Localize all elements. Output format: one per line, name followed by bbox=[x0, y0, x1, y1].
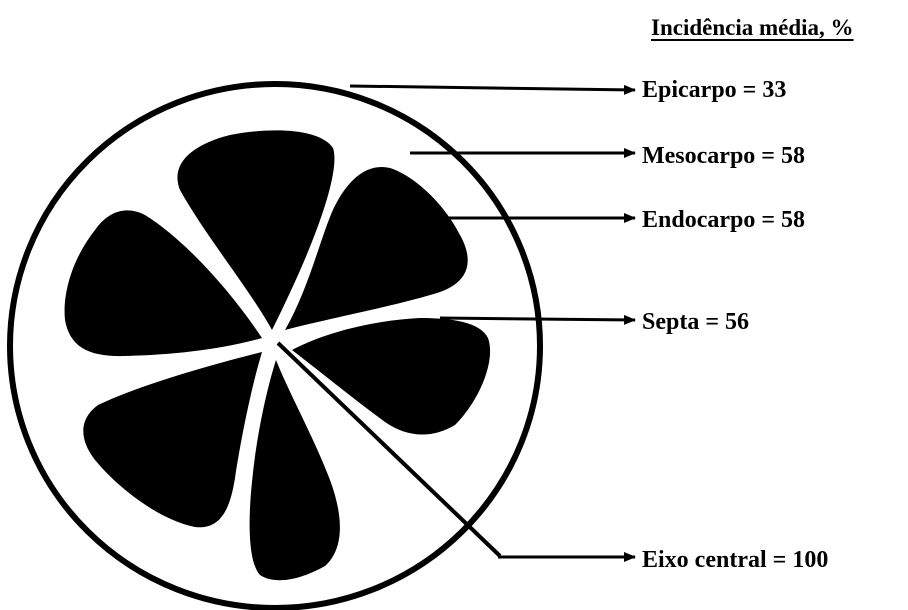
label-epicarpo: Epicarpo = 33 bbox=[642, 76, 786, 104]
label-septa: Septa = 56 bbox=[642, 308, 749, 336]
legend-header: Incidência média, % bbox=[651, 14, 854, 42]
arrow-epicarpo bbox=[350, 86, 635, 90]
label-eixo-central: Eixo central = 100 bbox=[642, 546, 828, 574]
arrow-septa bbox=[440, 318, 635, 320]
label-mesocarpo: Mesocarpo = 58 bbox=[642, 142, 805, 170]
label-endocarpo: Endocarpo = 58 bbox=[642, 206, 805, 234]
